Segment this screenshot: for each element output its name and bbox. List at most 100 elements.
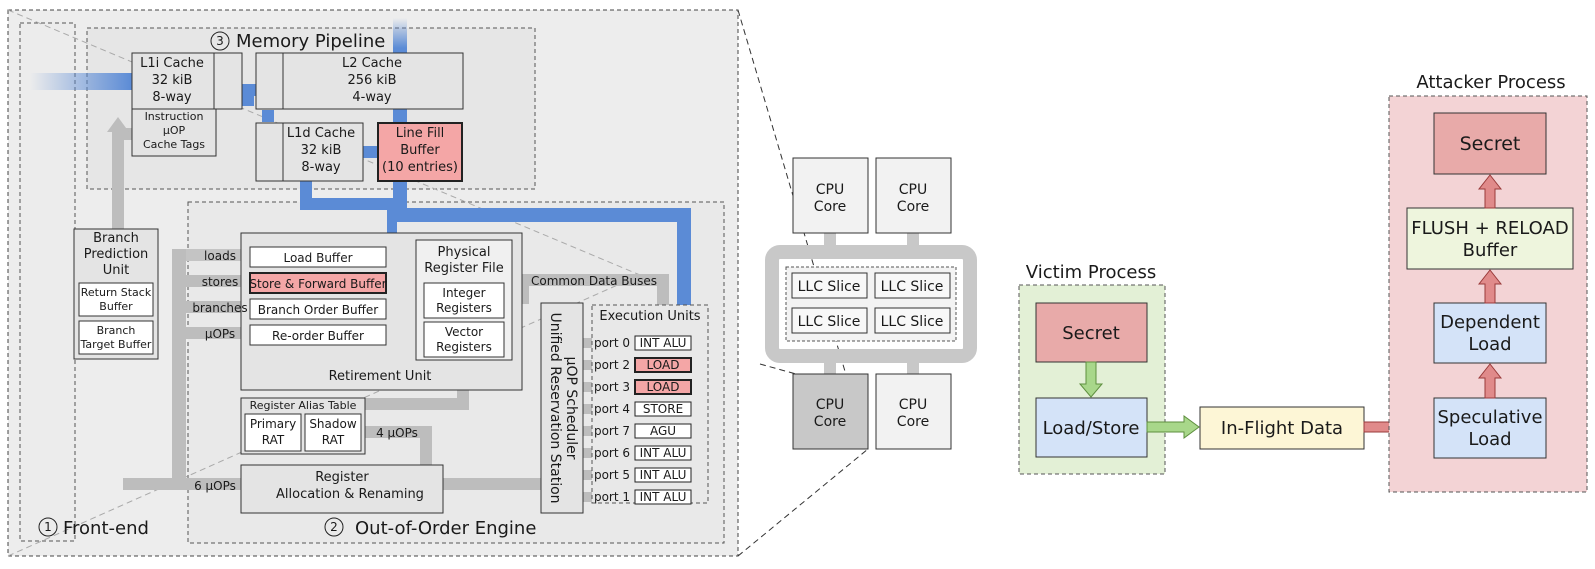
victim-title: Victim Process: [1026, 262, 1156, 283]
up-arrow: [1477, 363, 1503, 399]
frontend-number-text: 1: [44, 520, 52, 534]
l2-cache-label: L2 Cache: [342, 56, 402, 71]
uop-tags-line3: Cache Tags: [143, 138, 205, 151]
primary-rat-2: RAT: [262, 433, 285, 447]
int-reg-2: Registers: [436, 301, 492, 315]
core-label: Core: [814, 414, 846, 430]
llc-slice: [874, 272, 951, 299]
l1d-tag: [255, 122, 284, 182]
lfb-label-2: Buffer: [400, 143, 440, 158]
port-link: [583, 360, 597, 370]
int-reg-1: Integer: [442, 286, 485, 300]
btb-label-1: Branch: [97, 324, 136, 337]
scheduler-label-1: µOP Scheduler: [563, 357, 579, 460]
six-uops-label: 6 µOPs: [194, 479, 236, 493]
port-label: port 1: [594, 490, 630, 504]
port-label: port 5: [594, 468, 630, 482]
shadow-rat-1: Shadow: [309, 417, 357, 431]
flush-reload-label-1: FLUSH + RELOAD: [1411, 218, 1568, 239]
core-label: CPU: [816, 397, 844, 413]
port-label: port 6: [594, 446, 630, 460]
ooo-label: Out-of-Order Engine: [355, 518, 536, 539]
prf-title-2: Register File: [424, 261, 503, 276]
frontend-number: [38, 517, 58, 537]
execution-unit: [634, 467, 692, 483]
reorder-label: Re-order Buffer: [272, 329, 364, 343]
port-link: [583, 338, 597, 348]
branch-order-buffer: [249, 298, 387, 320]
rat-title: Register Alias Table: [250, 399, 357, 412]
return-stack-buffer: [78, 282, 154, 317]
port-link: [583, 448, 597, 458]
l1i-cache-size: 32 kiB: [152, 73, 193, 88]
victim-secret-label: Secret: [1062, 323, 1120, 344]
integer-registers: [423, 282, 505, 319]
execution-unit: [634, 401, 692, 417]
four-uops-label: 4 µOPs: [376, 426, 418, 440]
l1i-cache-label: L1i Cache: [140, 56, 204, 71]
l2-cache-ways: 4-way: [352, 90, 392, 105]
l2-cache: [282, 52, 464, 110]
l2-cache-size: 256 kiB: [347, 73, 396, 88]
rsb-label-1: Return Stack: [81, 286, 152, 299]
cpu-core: [792, 157, 869, 234]
dependent-load-label-2: Load: [1468, 334, 1511, 355]
primary-rat-1: Primary: [250, 417, 296, 431]
port-label: port 0: [594, 336, 630, 350]
bpu-title-2: Prediction: [84, 247, 149, 262]
llc-slice-label: LLC Slice: [881, 314, 944, 330]
uop-cache-tags: [131, 108, 217, 157]
branches-label: branches: [192, 301, 247, 315]
load-unit-highlighted: [634, 379, 692, 395]
branch-target-buffer: [78, 320, 154, 355]
ooo-number-text: 2: [330, 520, 338, 534]
uop-scheduler: [540, 302, 584, 514]
port-label: port 4: [594, 402, 630, 416]
down-arrow: [1078, 361, 1104, 398]
load-unit-highlighted: [634, 357, 692, 373]
port-link: [583, 426, 597, 436]
store-forward-buffer: [249, 272, 387, 294]
port-link: [583, 404, 597, 414]
lfb-label-3: (10 entries): [382, 160, 458, 175]
execution-unit: [634, 423, 692, 439]
core-label: CPU: [899, 182, 927, 198]
dependent-load-label-1: Dependent: [1440, 312, 1540, 333]
l1d-cache-ways: 8-way: [301, 160, 341, 175]
rsb-label-2: Buffer: [99, 300, 133, 313]
port-link: [583, 492, 597, 502]
l1i-tag: [213, 52, 243, 110]
primary-rat: [244, 413, 302, 452]
l2-cache: [255, 52, 284, 110]
alloc-label-1: Register: [315, 470, 369, 485]
core-label: CPU: [899, 397, 927, 413]
core-label: Core: [897, 199, 929, 215]
memory-pipeline-label: Memory Pipeline: [236, 31, 385, 52]
flush-reload-buffer: [1406, 207, 1574, 270]
retirement-label: Retirement Unit: [329, 369, 432, 384]
frontend-region: [19, 22, 76, 542]
btb-label-2: Target Buffer: [80, 338, 152, 351]
zoom-line: [759, 363, 797, 375]
execution-unit-label: LOAD: [647, 358, 680, 372]
branch-order-label: Branch Order Buffer: [258, 303, 379, 317]
l1d-cache-size: 32 kiB: [301, 143, 342, 158]
load-store-label: Load/Store: [1043, 418, 1140, 439]
cpu-core: [875, 373, 952, 450]
cpu-core-selected: [792, 373, 869, 450]
port-label: port 2: [594, 358, 630, 372]
shadow-rat: [304, 413, 362, 452]
port-label: port 3: [594, 380, 630, 394]
register-allocation: [240, 464, 444, 514]
vec-reg-1: Vector: [445, 325, 483, 339]
speculative-load-label-2: Load: [1468, 429, 1511, 450]
store-forward-label: Store & Forward Buffer: [249, 277, 386, 291]
execution-unit-label: STORE: [643, 402, 683, 416]
llc-slice: [791, 272, 868, 299]
speculative-load: [1433, 397, 1547, 459]
port-links: [583, 338, 597, 502]
bpu-title-1: Branch: [93, 231, 139, 246]
zoom-line: [737, 448, 869, 557]
load-buffer: [249, 246, 387, 268]
core-links: [824, 232, 919, 376]
